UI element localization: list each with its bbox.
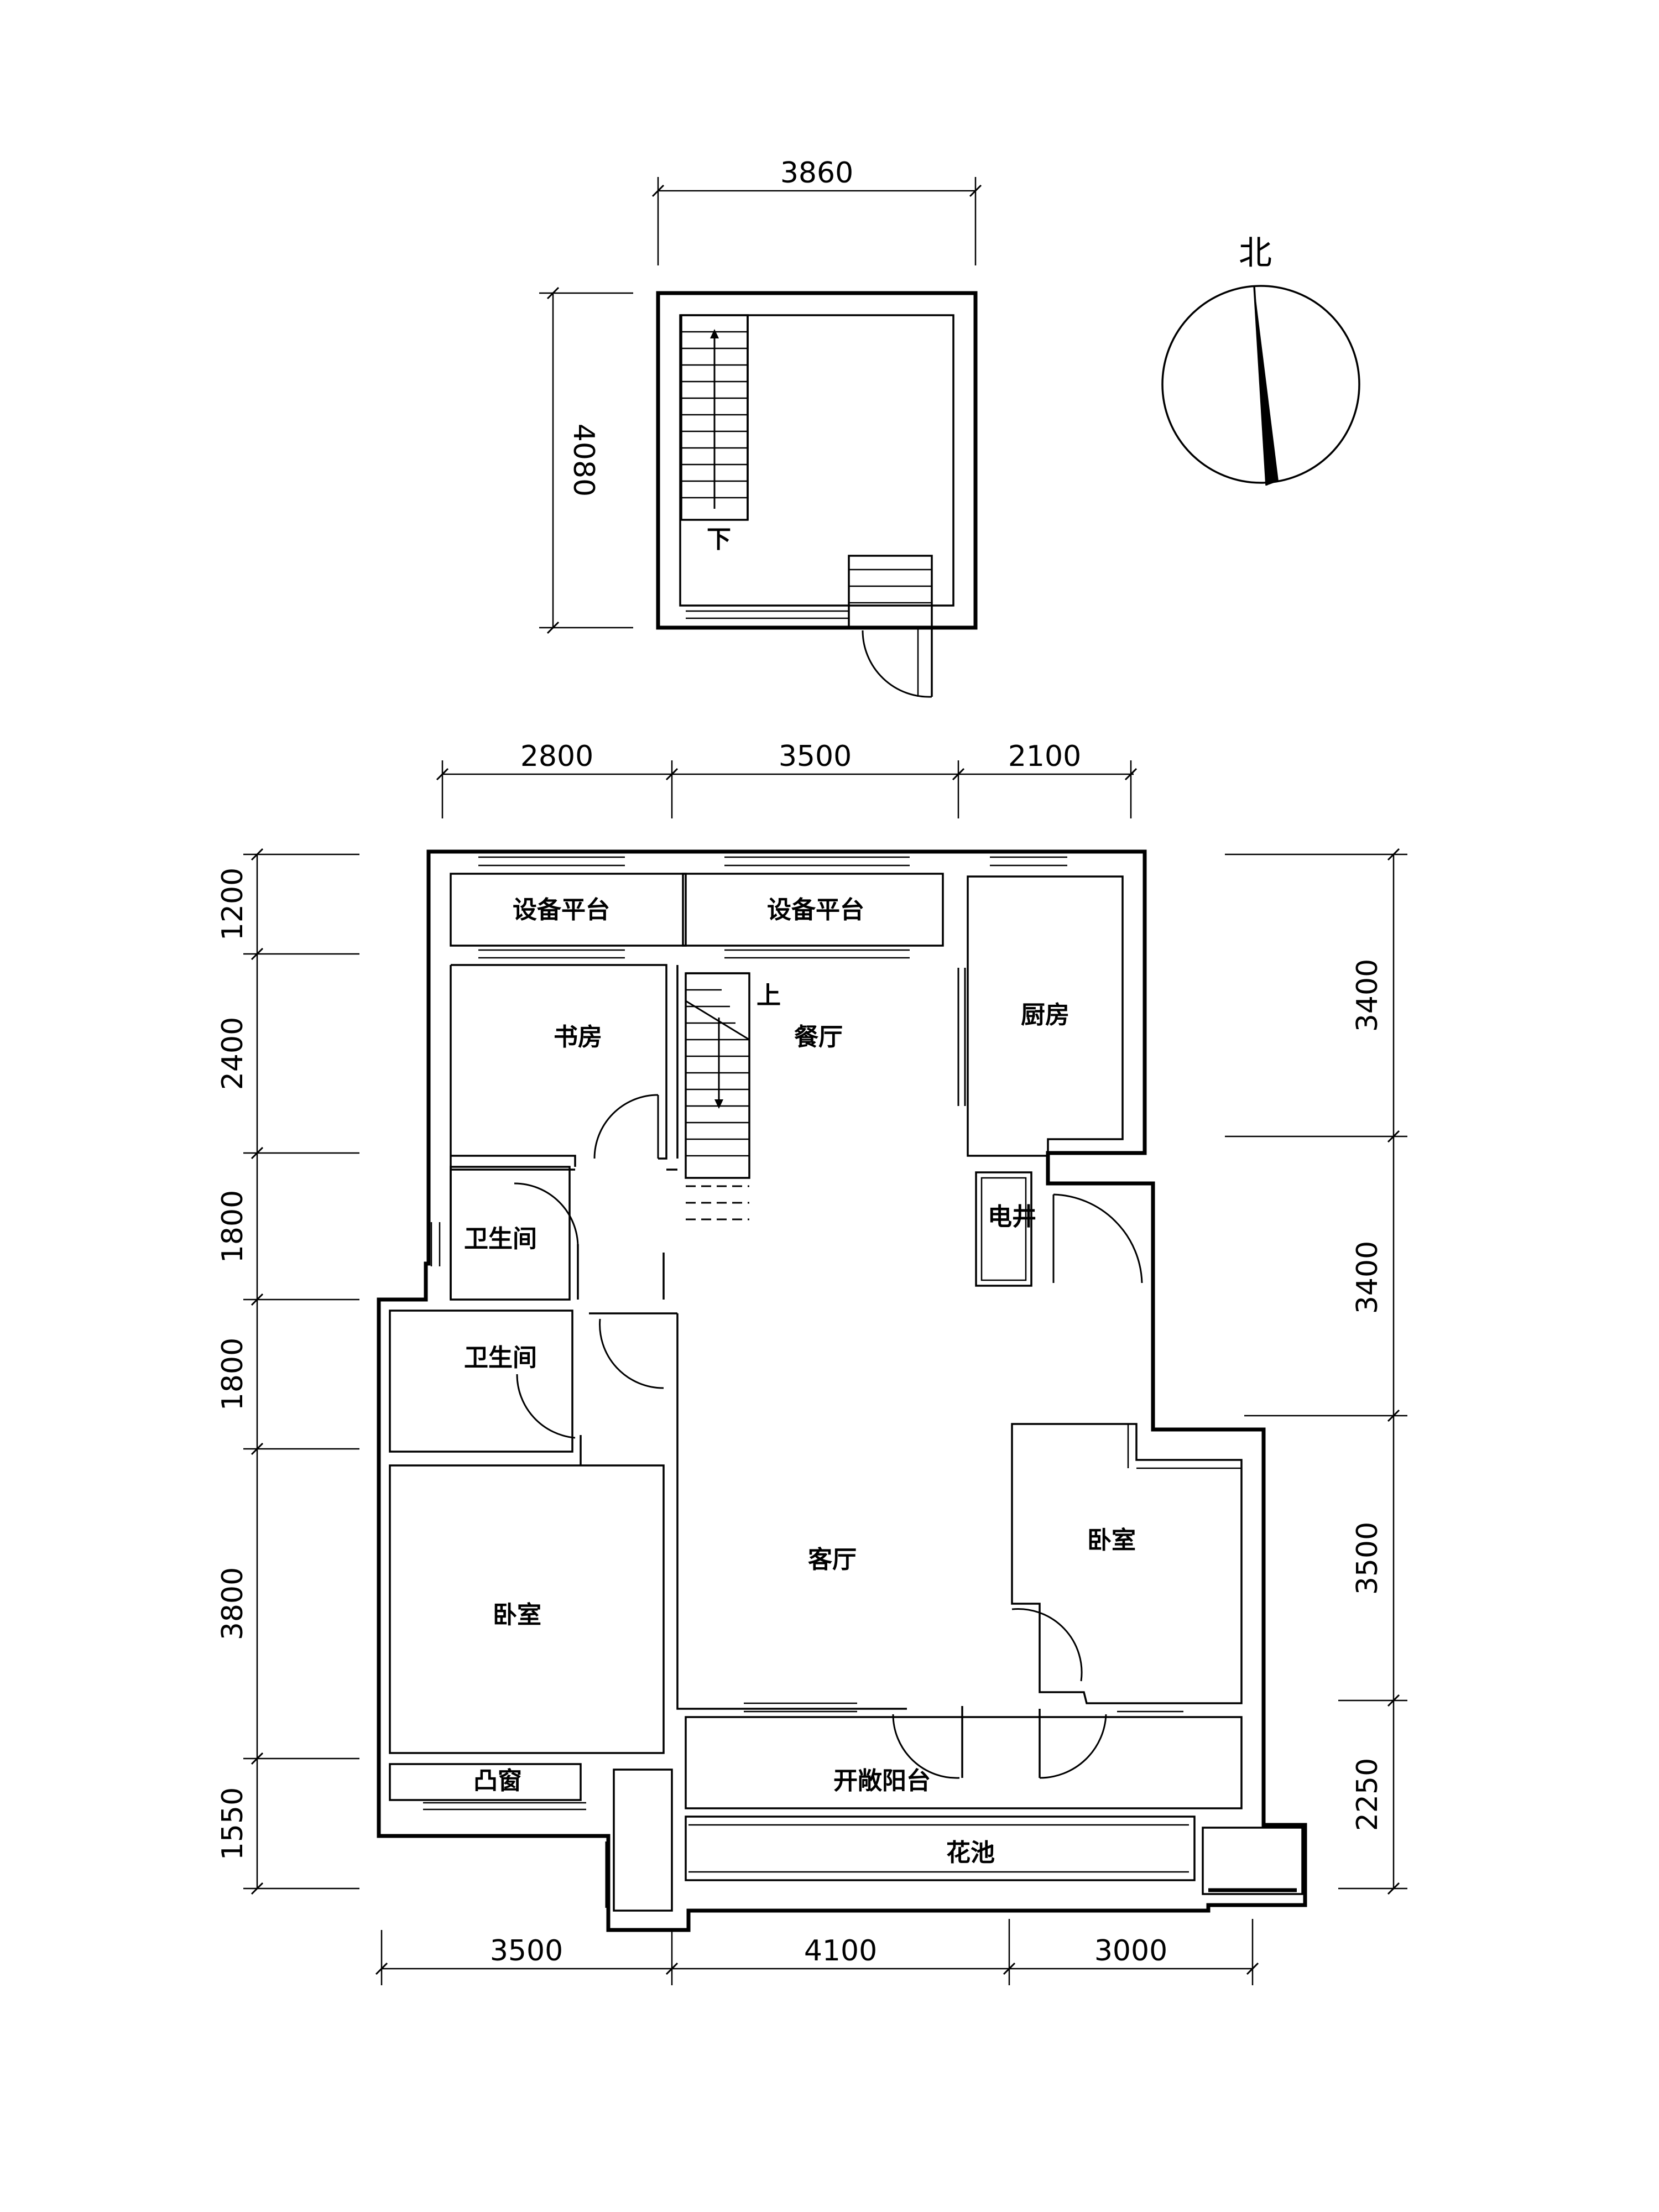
dim-right-2: 3400 [1351,1241,1384,1314]
dim-left-2: 2400 [216,1017,249,1090]
bathroom-2-outline [389,1310,573,1453]
bedroom-master-outline [389,1464,665,1754]
room-label-flower-bed: 花池 [946,1839,995,1867]
dim-right-4: 2250 [1351,1758,1384,1831]
room-label-bathroom-2: 卫生间 [464,1344,537,1372]
equipment-platform-2-outline [682,873,944,947]
flower-bed-outline [685,1815,1196,1881]
room-label-kitchen: 厨房 [1021,1001,1070,1029]
room-label-equipment-platform-2: 设备平台 [767,896,864,924]
dim-bottom-2: 4100 [804,1934,877,1968]
bathroom-1-outline [450,1166,571,1301]
room-label-equipment-platform-1: 设备平台 [513,896,610,924]
dim-top-3: 2100 [1008,740,1081,773]
loft-dimension-width [651,177,982,265]
dimension-left [243,848,359,1895]
dim-bottom-1: 3500 [490,1934,563,1968]
loft-dim-height-label: 4080 [567,424,600,497]
electric-shaft-outline [975,1171,1032,1287]
main-floor-plan: 上 [216,740,1407,1985]
main-stair [685,972,750,1220]
room-label-living-room: 客厅 [808,1546,857,1574]
dimension-top [436,760,1138,818]
dim-left-6: 1550 [216,1787,249,1860]
dim-left-3: 1800 [216,1190,249,1263]
dim-top-2: 3500 [779,740,852,773]
open-balcony-outline [685,1716,1243,1809]
room-label-bay-window: 凸窗 [473,1767,522,1795]
upper-floor-plan: 下 3860 4080 [539,156,982,698]
dim-left-1: 1200 [216,868,249,941]
loft-exit-stair [848,555,933,698]
loft-dimension-height [539,286,633,634]
equipment-platform-1-outline [450,873,687,947]
room-label-bathroom-1: 卫生间 [464,1225,537,1253]
room-label-open-balcony: 开敞阳台 [833,1767,931,1795]
north-compass [1161,285,1360,486]
dim-right-3: 3500 [1351,1522,1384,1595]
dim-bottom-3: 3000 [1094,1934,1167,1968]
loft-dim-width-label: 3860 [780,156,853,190]
room-label-bedroom-master: 卧室 [493,1601,541,1629]
main-stair-up-label: 上 [757,982,781,1010]
dim-top-1: 2800 [520,740,593,773]
room-label-study: 书房 [554,1023,602,1051]
dimension-right [1225,848,1407,1895]
dimension-bottom [375,1919,1259,1985]
bay-window-outline [389,1763,582,1801]
north-label: 北 [1239,234,1272,273]
room-label-electric-shaft: 电井 [988,1203,1036,1231]
loft-stair [680,314,749,521]
room-label-bedroom-east: 卧室 [1087,1526,1136,1554]
loft-stair-down-label: 下 [707,525,731,554]
dim-left-4: 1800 [216,1338,249,1411]
room-label-dining: 餐厅 [794,1023,843,1051]
dim-right-1: 3400 [1351,959,1384,1032]
dim-left-5: 3800 [216,1567,249,1640]
